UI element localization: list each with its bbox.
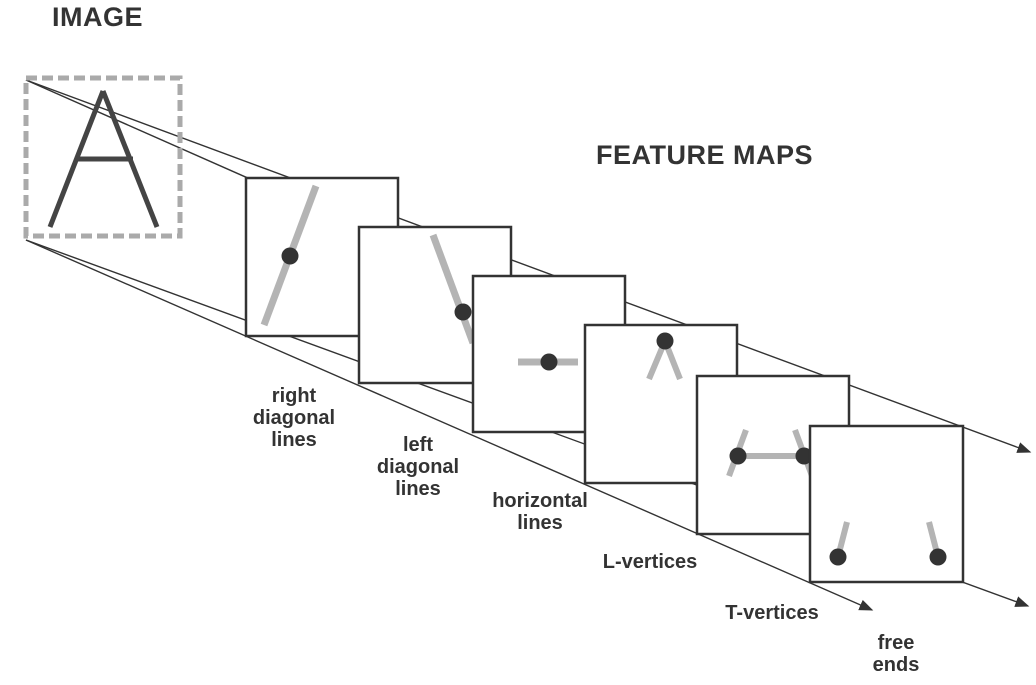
feature-maps-title: FEATURE MAPS <box>596 140 814 170</box>
map-free-ends <box>808 424 965 584</box>
label-horizontal: horizontal lines <box>492 490 588 534</box>
label-t-vertices: T-vertices <box>725 602 819 624</box>
projection-line-bottom <box>25 239 874 611</box>
label-left-diagonal: left diagonal lines <box>376 434 460 500</box>
projection-line-top <box>25 79 1032 453</box>
letter-a-glyph <box>47 90 160 228</box>
label-l-vertices: L-vertices <box>602 551 698 573</box>
label-right-diagonal: right diagonal lines <box>252 385 336 451</box>
label-free-ends: free ends <box>872 632 920 676</box>
image-frame <box>23 75 183 239</box>
image-title: IMAGE <box>52 2 144 32</box>
